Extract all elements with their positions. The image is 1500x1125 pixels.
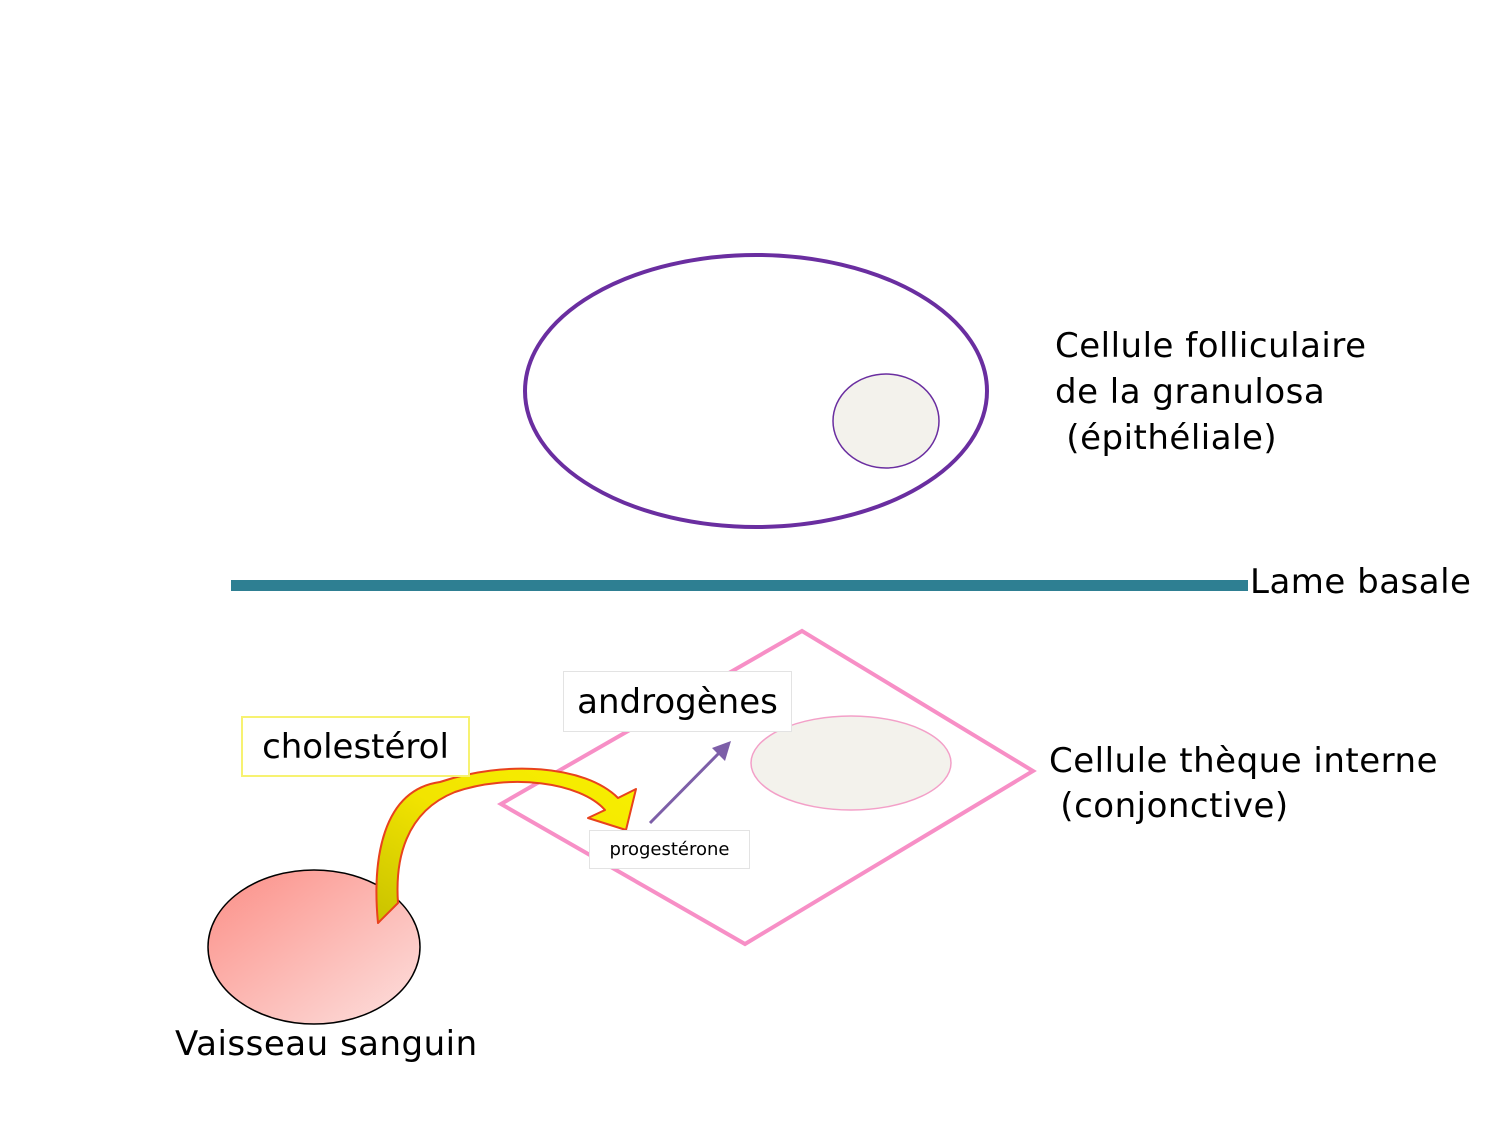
straight-arrow-icon [648, 741, 731, 825]
progesterone-box: progestérone [589, 830, 750, 869]
cholesterol-label: cholestérol [262, 726, 449, 767]
vaisseau-label: Vaisseau sanguin [175, 1024, 478, 1064]
lame-basale-label: Lame basale [1250, 562, 1472, 602]
theque-label-line1: Cellule thèque interne [1049, 741, 1439, 781]
theque-nucleus [750, 715, 952, 811]
theque-label-line2: (conjonctive) [1049, 786, 1289, 826]
lame-basale-line [231, 580, 1248, 591]
granulosa-nucleus [832, 373, 940, 469]
progesterone-label: progestérone [609, 839, 730, 860]
cholesterol-box: cholestérol [241, 716, 470, 777]
androgenes-label: androgènes [577, 681, 778, 722]
granulosa-label-line3: (épithéliale) [1055, 418, 1278, 458]
granulosa-label-line1: Cellule folliculaire [1055, 326, 1367, 366]
granulosa-label-line2: de la granulosa [1055, 372, 1326, 412]
androgenes-box: androgènes [563, 671, 792, 732]
vaisseau-sanguin [207, 869, 421, 1025]
curved-arrow-icon [375, 767, 637, 924]
